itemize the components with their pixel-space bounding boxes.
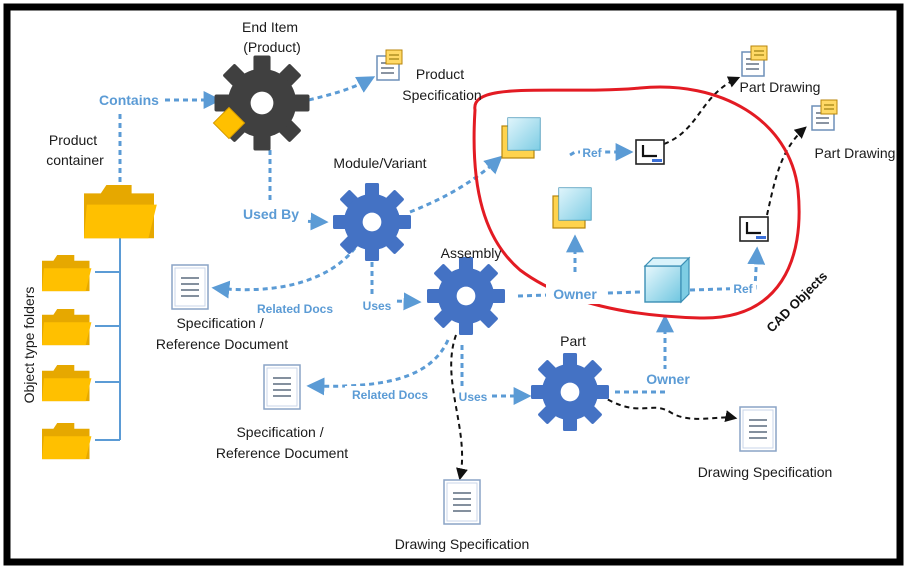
product-container-label: Product container	[46, 132, 104, 168]
cad-cube-yellow-icon	[552, 187, 592, 229]
object-folder-icon	[42, 423, 92, 460]
edge-labels: Contains Used By Related Docs Uses Owner…	[94, 90, 756, 405]
part-drawing-spec-icon	[741, 45, 768, 77]
uses-1-label: Uses	[363, 299, 392, 313]
related-docs-2-label: Related Docs	[352, 388, 428, 402]
object-folder-icon	[42, 309, 92, 346]
drawing-spec-doc-icon	[443, 479, 481, 525]
product-container-folder-icon	[84, 185, 157, 239]
cad-drawing-icon	[738, 215, 770, 243]
cad-cube-yellow-icon	[501, 117, 541, 159]
ref-1-label: Ref	[582, 146, 602, 160]
ref-2-label: Ref	[733, 282, 753, 296]
part-label: Part	[560, 333, 586, 349]
assembly-label: Assembly	[441, 245, 502, 261]
part-drawing-1-label: Part Drawing	[740, 79, 821, 95]
cad-objects-label: CAD Objects	[763, 268, 830, 335]
end-item-label: End Item (Product)	[242, 19, 302, 55]
part-drawing-2-label: Part Drawing	[815, 145, 896, 161]
module-variant-gear-icon	[333, 183, 411, 261]
diagram-frame	[3, 3, 904, 566]
owner-2-label: Owner	[646, 371, 690, 387]
related-docs-1-label: Related Docs	[257, 302, 333, 316]
used-by-label: Used By	[243, 206, 299, 222]
cad-drawing-icon	[634, 138, 666, 166]
cad-cube-icon	[643, 256, 691, 304]
drawing-spec-doc-icon	[739, 406, 777, 452]
product-spec-icon	[376, 49, 403, 81]
spec-ref-1-label: Specification / Reference Document	[156, 315, 288, 352]
drawing-spec-1-label: Drawing Specification	[395, 536, 530, 552]
cad-objects-boundary	[472, 85, 801, 320]
end-item-diamond-icon	[212, 106, 246, 140]
contains-label: Contains	[99, 92, 159, 108]
part-drawing-spec-icon	[811, 99, 838, 131]
spec-ref-doc-icon	[263, 364, 301, 410]
drawing-links	[450, 76, 807, 481]
spec-ref-doc-icon	[171, 264, 209, 310]
object-folder-icon	[42, 255, 92, 292]
folder-tree	[95, 232, 121, 441]
uses-2-label: Uses	[459, 390, 488, 404]
part-gear-icon	[531, 353, 609, 431]
assembly-gear-icon	[427, 257, 505, 335]
object-type-folders-label: Object type folders	[21, 287, 37, 404]
spec-ref-2-label: Specification / Reference Document	[216, 424, 348, 461]
drawing-spec-2-label: Drawing Specification	[698, 464, 833, 480]
object-folder-icon	[42, 365, 92, 402]
owner-1-label: Owner	[553, 286, 597, 302]
module-variant-label: Module/Variant	[333, 155, 426, 171]
product-spec-label: Product Specification	[402, 66, 481, 103]
